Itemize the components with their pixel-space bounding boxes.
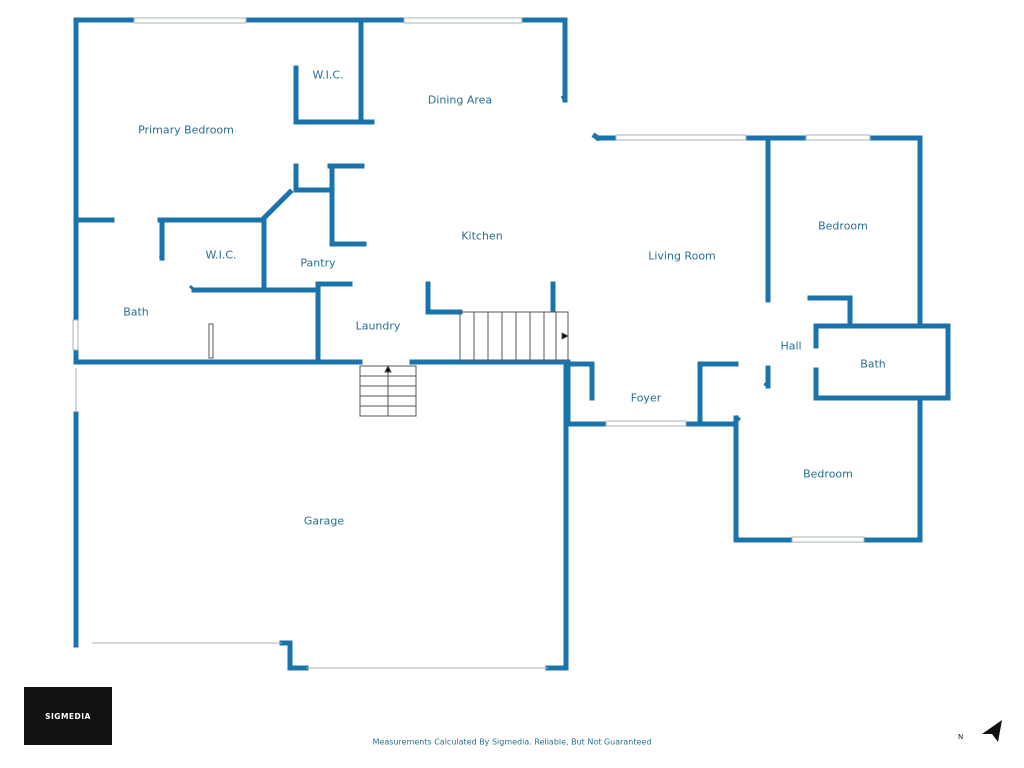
- room-label-hall: Hall: [780, 339, 802, 353]
- window-primary-bedroom: [133, 17, 247, 24]
- door-swings: [158, 95, 771, 422]
- room-label-foyer: Foyer: [630, 391, 662, 405]
- wall-foyer-west: [565, 361, 609, 427]
- room-label-kitchen: Kitchen: [461, 229, 503, 243]
- window-bedroom-top: [805, 134, 871, 141]
- wall-bedroom-bottom-west: [733, 415, 793, 543]
- room-label-bedroom-bottom: Bedroom: [803, 467, 853, 481]
- windows: [72, 17, 871, 669]
- wall-bath-right: [813, 323, 951, 401]
- window-dining-area: [403, 17, 523, 24]
- stairs-main: [459, 311, 569, 361]
- room-label-bath-left: Bath: [123, 305, 149, 319]
- room-label-living-room: Living Room: [648, 249, 716, 263]
- room-label-wic-top: W.I.C.: [312, 68, 344, 82]
- logo-text: SIGMEDIA: [45, 711, 91, 721]
- room-label-garage: Garage: [303, 514, 345, 528]
- room-label-bedroom-top: Bedroom: [818, 219, 868, 233]
- stairs-arrow-icon: [561, 332, 570, 340]
- room-label-wic-mid: W.I.C.: [205, 248, 237, 262]
- wall-pantry-closet2: [329, 163, 367, 247]
- window-living-room: [615, 134, 747, 141]
- wall-laundry: [315, 281, 353, 365]
- stairs-garage-arrow-icon: [384, 364, 392, 373]
- stairs: [208, 311, 570, 417]
- wall-bedroom-bottom: [863, 395, 923, 543]
- compass-label: N: [958, 733, 964, 741]
- window-bath-left: [72, 319, 79, 351]
- north-arrow-icon: [982, 720, 1002, 742]
- wall-wic-top: [293, 65, 375, 125]
- room-label-bath-right: Bath: [860, 357, 886, 371]
- wall-closet-left: [293, 163, 333, 193]
- window-foyer: [605, 420, 687, 427]
- wall-laundry-east: [425, 281, 463, 315]
- wall-garage-south: [279, 640, 309, 671]
- wall-north-upper: [73, 17, 568, 103]
- room-label-dining-area: Dining Area: [427, 93, 493, 107]
- footer-disclaimer: Measurements Calculated By Sigmedia. Rel…: [372, 737, 652, 747]
- wall-foyer-east: [697, 361, 739, 423]
- walls: [73, 17, 951, 671]
- wall-hall-top: [807, 295, 853, 329]
- wall-wic-mid: [191, 188, 294, 293]
- wall-garage-east: [545, 359, 569, 671]
- sigmedia-logo: SIGMEDIA: [24, 687, 112, 745]
- room-label-laundry: Laundry: [355, 319, 401, 333]
- window-bedroom-bottom: [791, 536, 865, 543]
- bath-fixture: [208, 323, 214, 359]
- room-label-pantry: Pantry: [300, 256, 336, 270]
- room-label-primary-bedroom: Primary Bedroom: [138, 123, 234, 137]
